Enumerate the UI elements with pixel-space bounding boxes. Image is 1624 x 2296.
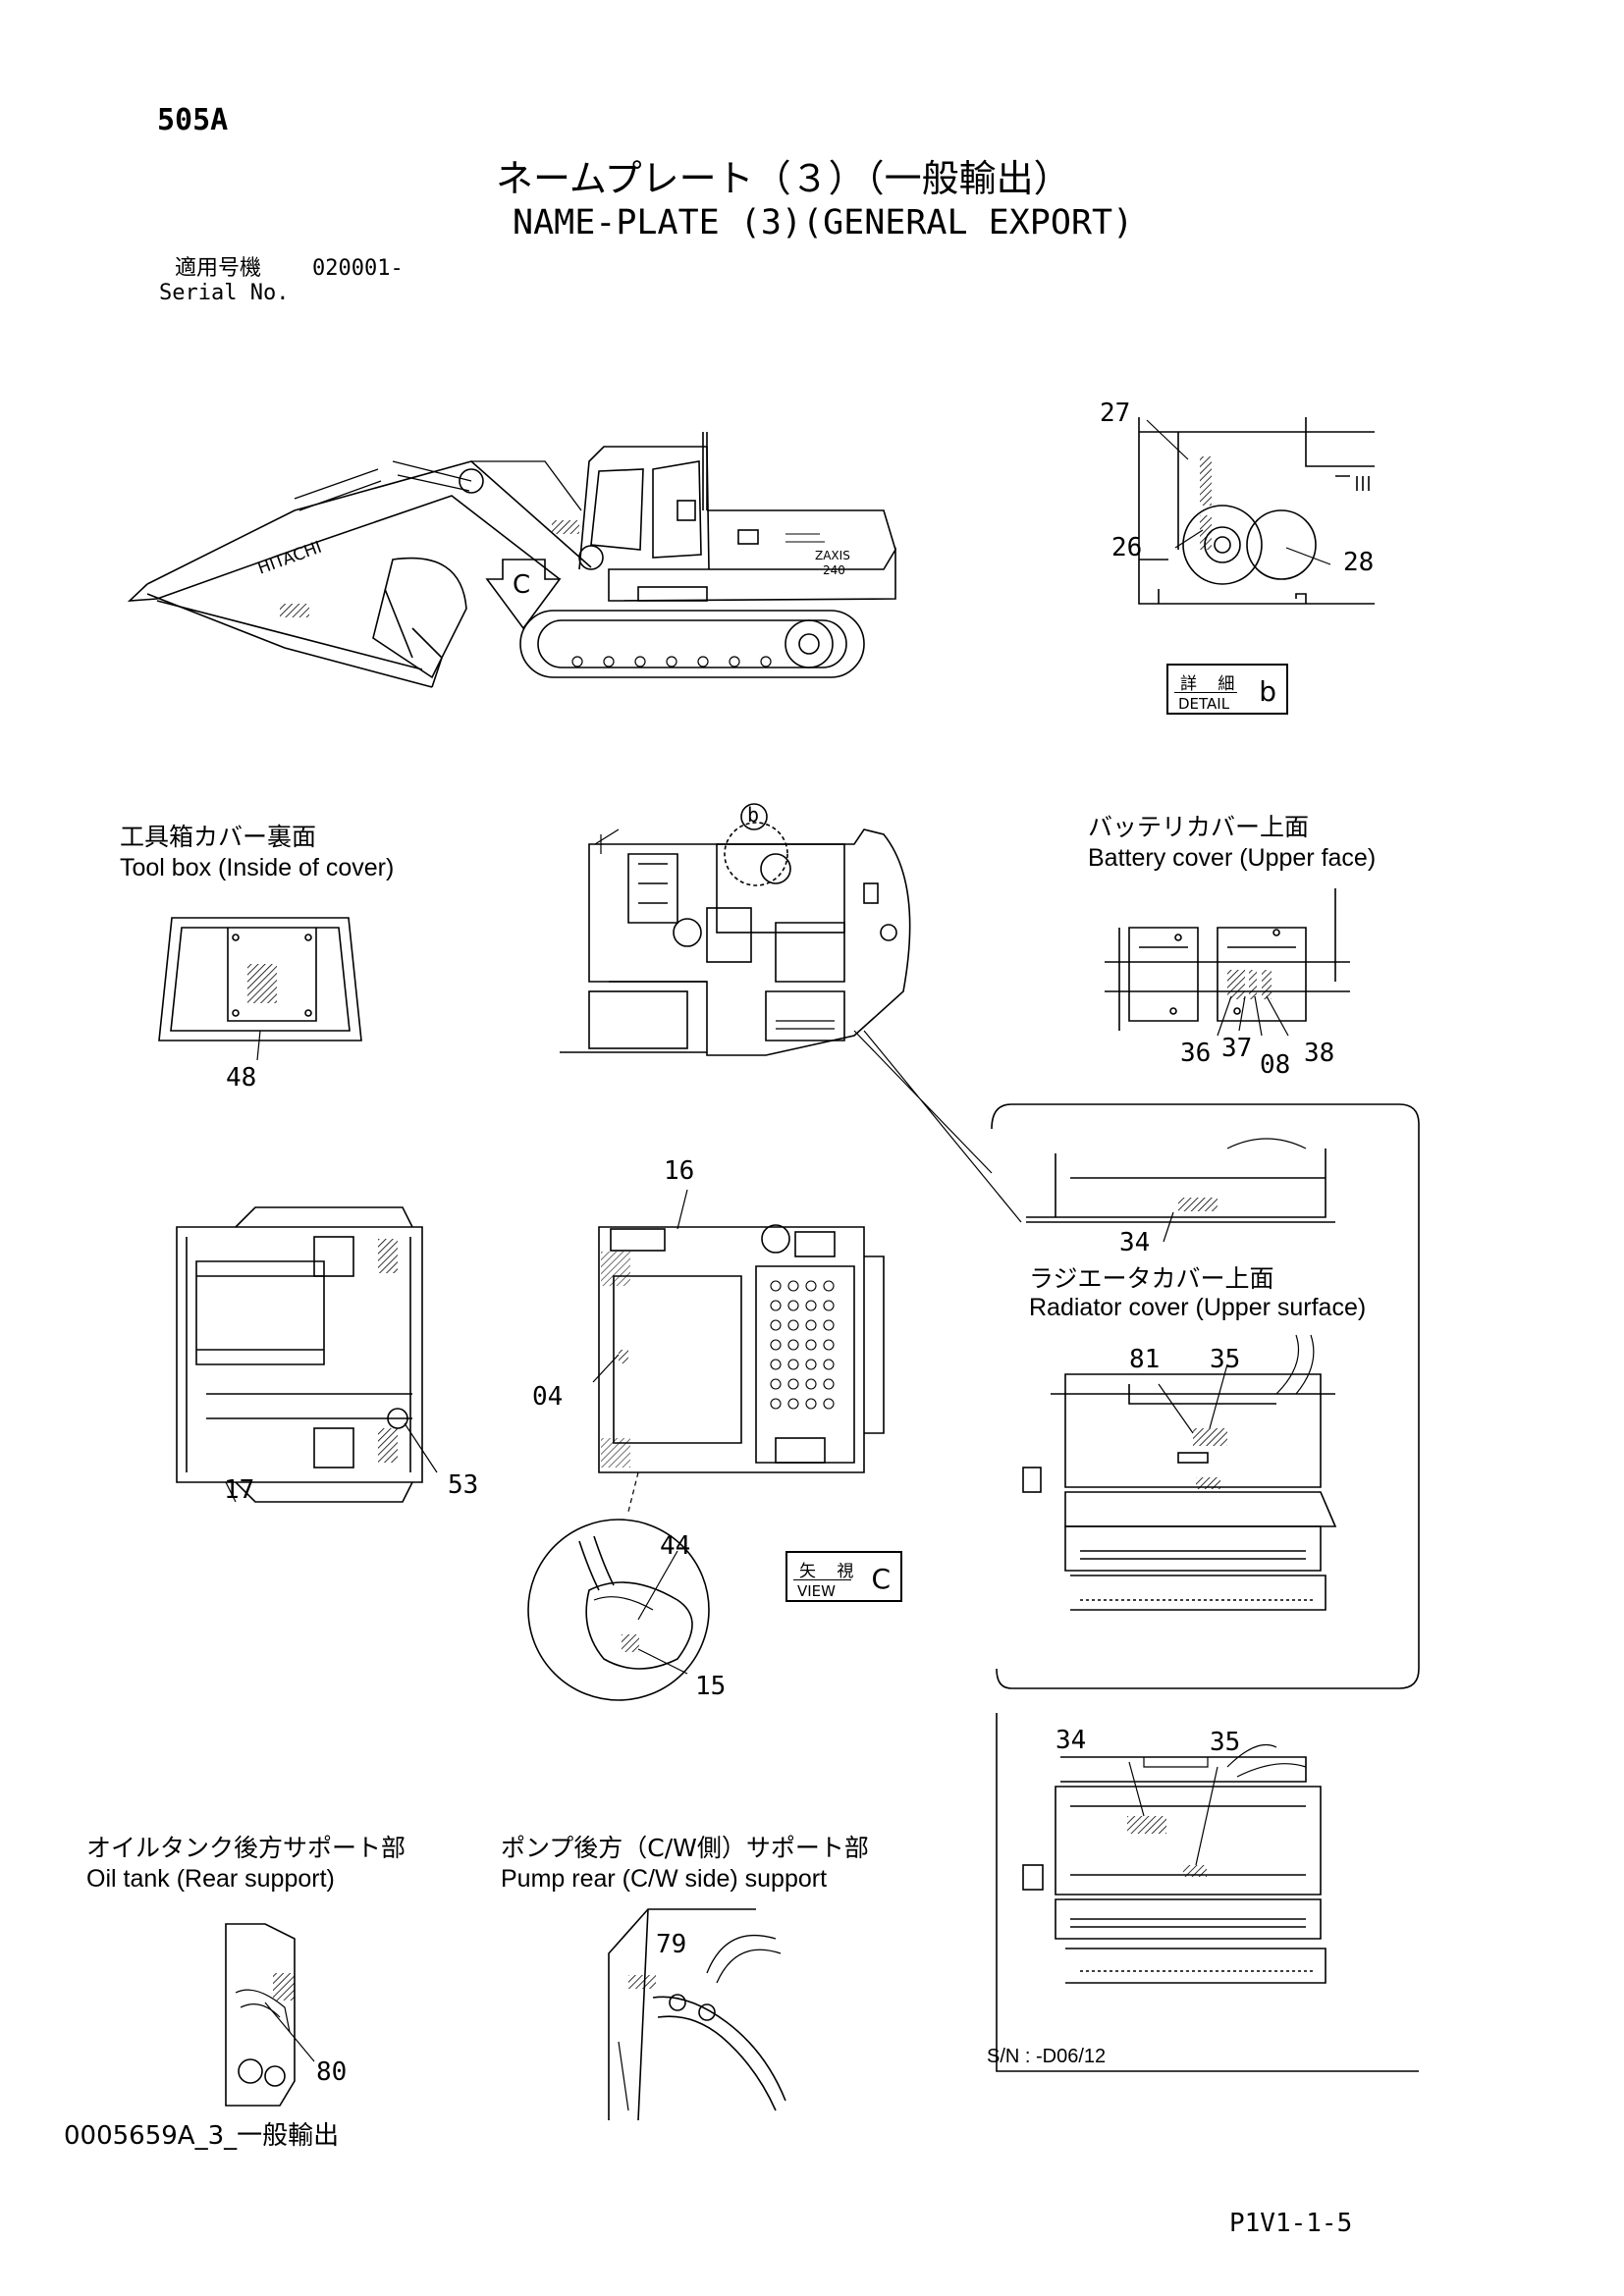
view-c-box: 矢 視 VIEW C: [785, 1551, 902, 1602]
view-label-jp: 矢 視: [799, 1562, 862, 1581]
oiltank-label-jp: オイルタンク後方サポート部: [86, 1834, 406, 1862]
part-number-36: 36: [1180, 1039, 1212, 1068]
part-number-27: 27: [1100, 399, 1131, 428]
part-number-35-panel: 35: [1210, 1728, 1241, 1757]
part-number-28: 28: [1343, 548, 1375, 577]
part-number-79: 79: [656, 1930, 687, 1959]
excavator-side-view: ZAXIS 240 HITACHI C: [127, 432, 896, 688]
part-number-16: 16: [664, 1156, 695, 1186]
toolbox-label-en: Tool box (Inside of cover): [120, 854, 395, 881]
sn-panel-drawing: [996, 1713, 1419, 2072]
page-title-jp: ネームプレート（３）（一般輸出）: [496, 157, 1071, 200]
model-number-text: 240: [823, 563, 845, 577]
lever-detail-circle: [527, 1519, 710, 1701]
view-letter: C: [871, 1563, 891, 1595]
document-id: 0005659A_3_一般輸出: [64, 2121, 340, 2151]
part-number-15: 15: [695, 1672, 727, 1701]
detail-b-drawing: [1138, 417, 1375, 605]
part-number-44: 44: [660, 1531, 691, 1561]
serial-label-en: Serial No.: [159, 281, 290, 305]
part-number-34-panel: 34: [1056, 1726, 1087, 1755]
zaxis-logo-text: ZAXIS: [815, 549, 850, 562]
part-number-34-radiator: 34: [1119, 1228, 1151, 1257]
detail-b-box: 詳 細 DETAIL b: [1166, 664, 1288, 715]
part-number-08: 08: [1260, 1050, 1291, 1080]
radiator-label-en: Radiator cover (Upper surface): [1029, 1294, 1367, 1321]
boom-brand-text: HITACHI: [255, 538, 325, 579]
page-code: 505A: [157, 103, 229, 137]
serial-label-jp: 適用号機: [175, 256, 262, 281]
part-number-80: 80: [316, 2057, 348, 2087]
detail-letter: b: [1259, 675, 1276, 708]
part-number-38: 38: [1304, 1039, 1335, 1068]
toolbox-cover-drawing: [158, 917, 362, 1061]
serial-number-note: S/N : -D06/12: [987, 2046, 1107, 2067]
pump-label-en: Pump rear (C/W side) support: [501, 1865, 828, 1893]
view-marker-letter: C: [513, 570, 530, 600]
undercarriage-top-view: [176, 1206, 438, 1503]
part-number-26: 26: [1111, 533, 1143, 562]
part-number-48: 48: [226, 1063, 257, 1093]
toolbox-label-jp: 工具箱カバー裏面: [120, 823, 317, 851]
part-number-04: 04: [532, 1382, 564, 1412]
serial-value: 020001-: [312, 256, 404, 281]
part-number-17: 17: [224, 1475, 255, 1505]
part-number-81: 81: [1129, 1345, 1161, 1374]
pump-label-jp: ポンプ後方（C/W側）サポート部: [501, 1834, 869, 1862]
view-label-en: VIEW: [797, 1582, 836, 1600]
battery-label-jp: バッテリカバー上面: [1088, 813, 1310, 841]
detail-label-jp: 詳 細: [1180, 674, 1243, 694]
oil-tank-support-drawing: [225, 1923, 315, 2107]
part-number-53: 53: [448, 1470, 479, 1500]
page-title-en: NAME-PLATE (3)(GENERAL EXPORT): [513, 203, 1134, 242]
detail-label-en: DETAIL: [1178, 695, 1230, 713]
battery-label-en: Battery cover (Upper face): [1088, 844, 1377, 872]
page-reference: P1V1-1-5: [1229, 2209, 1353, 2238]
callout-b-letter: b: [747, 803, 760, 827]
battery-cover-drawing: [1105, 888, 1350, 1037]
radiator-label-jp: ラジエータカバー上面: [1029, 1264, 1274, 1293]
pump-support-drawing: [608, 1908, 786, 2121]
upper-structure-top-view: [560, 822, 1022, 1223]
cab-floor-top-view: [592, 1189, 885, 1513]
oiltank-label-en: Oil tank (Rear support): [86, 1865, 335, 1893]
part-number-35-radiator: 35: [1210, 1345, 1241, 1374]
radiator-detail-frame: [991, 1103, 1420, 1689]
part-number-37: 37: [1221, 1034, 1253, 1063]
